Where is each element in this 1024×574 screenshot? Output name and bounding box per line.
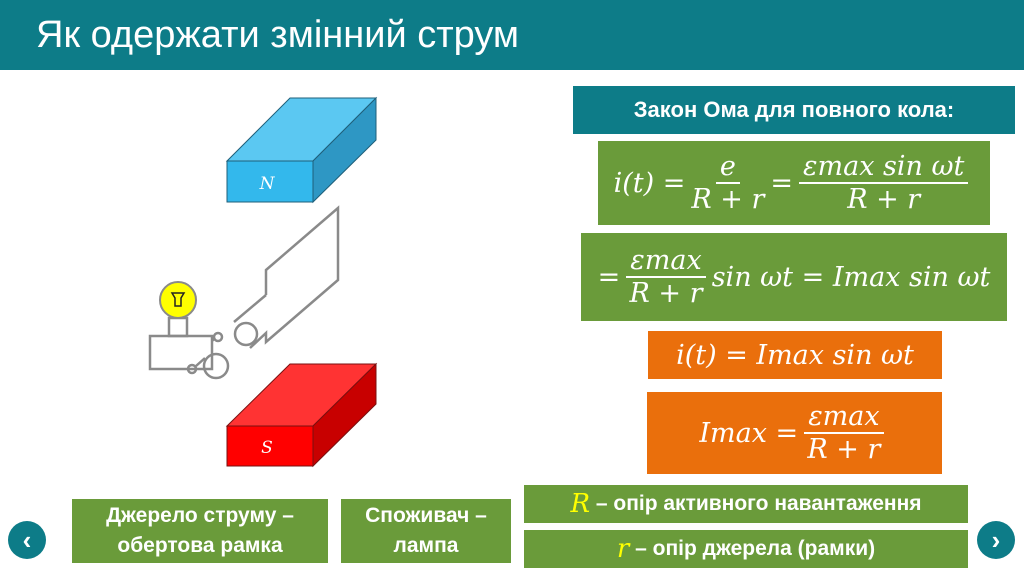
prev-button[interactable]: ‹ bbox=[8, 521, 46, 559]
wire-frame bbox=[148, 205, 340, 380]
svg-text:S: S bbox=[261, 438, 273, 458]
consumer-label: Споживач –лампа bbox=[341, 499, 511, 563]
R-definition: R – опір активного навантаження bbox=[524, 485, 968, 523]
south-magnet: S bbox=[225, 362, 378, 468]
next-button[interactable]: › bbox=[977, 521, 1015, 559]
generator-diagram: N S bbox=[148, 96, 378, 468]
page-title: Як одержати змінний струм bbox=[36, 14, 520, 56]
r-definition: r – опір джерела (рамки) bbox=[524, 530, 968, 568]
ohm-heading: Закон Ома для повного кола: bbox=[573, 86, 1015, 134]
north-magnet: N bbox=[225, 96, 378, 204]
header: Як одержати змінний струм bbox=[0, 0, 1024, 70]
formula-3: i(t) = Imax sin ωt bbox=[648, 331, 942, 379]
source-label: Джерело струму –обертова рамка bbox=[72, 499, 328, 563]
lamp-icon bbox=[159, 281, 197, 319]
svg-text:N: N bbox=[259, 174, 276, 194]
